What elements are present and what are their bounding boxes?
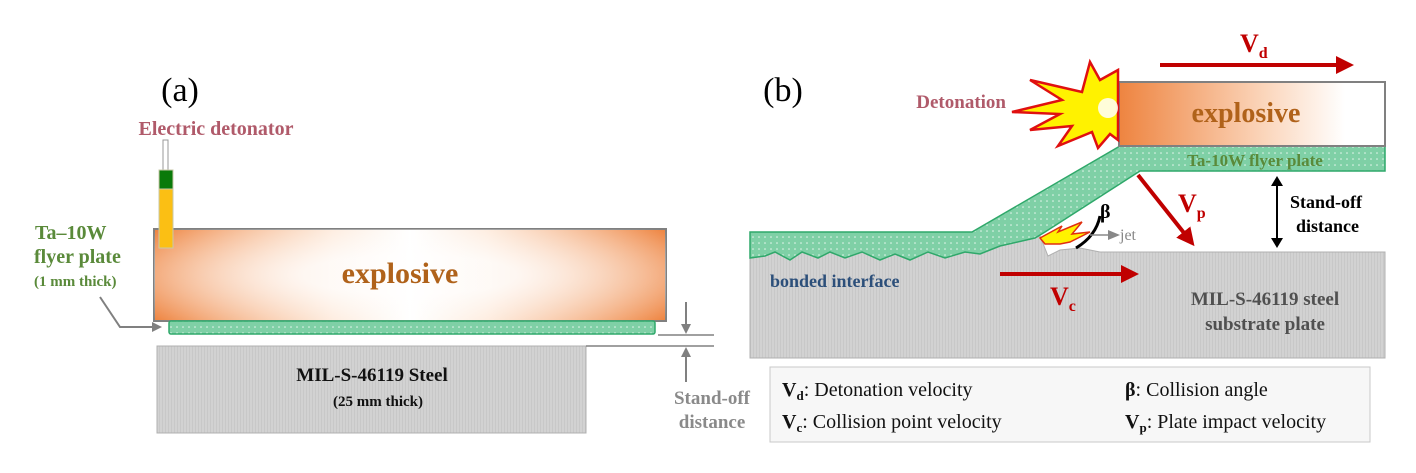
substrate-label-line1: MIL-S-46119 steel xyxy=(1191,289,1339,310)
beta-angle-arc xyxy=(1075,215,1102,250)
panel-b-label: (b) xyxy=(763,72,803,109)
bonded-interface-label: bonded interface xyxy=(770,271,900,291)
flyer-plate-a xyxy=(168,320,656,335)
legend-item-vp: Vp: Plate impact velocity xyxy=(1125,411,1326,435)
legend-item-vd: Vd: Detonation velocity xyxy=(782,379,973,403)
legend-item-beta: β: Collision angle xyxy=(1125,379,1268,401)
svg-text:Vd: Detonation velocity: Vd: Detonation velocity xyxy=(782,379,973,403)
detonation-burst-icon xyxy=(1011,58,1120,151)
flyer-label-line2: flyer plate xyxy=(34,246,121,268)
vd-label: Vd xyxy=(1240,29,1268,62)
panel-a-label: (a) xyxy=(161,72,199,109)
steel-label-a: MIL-S-46119 Steel xyxy=(296,365,447,386)
standoff-label-a-line1: Stand-off xyxy=(674,388,751,409)
detonator-icon xyxy=(158,139,174,249)
explosive-block-b xyxy=(1118,81,1386,147)
flyer-pointer-arrow xyxy=(99,296,162,332)
flyer-label-b: Ta-10W flyer plate xyxy=(1187,151,1323,170)
vp-arrow xyxy=(1136,173,1195,247)
standoff-label-b-line2: distance xyxy=(1296,216,1359,236)
detonation-label: Detonation xyxy=(916,92,1006,113)
standoff-label-b-line1: Stand-off xyxy=(1290,192,1363,212)
jet-label: jet xyxy=(1119,227,1137,244)
explosive-highlight-a xyxy=(154,229,666,321)
flyer-plate-b xyxy=(749,145,1386,261)
legend-box xyxy=(769,366,1371,443)
electric-detonator-label: Electric detonator xyxy=(139,118,294,140)
flyer-label-line1: Ta–10W xyxy=(35,222,107,244)
panel-b: (b) Ta-10W flyer plate explosive Detonat… xyxy=(749,29,1386,443)
explosive-label-b: explosive xyxy=(1192,98,1301,129)
vc-label: Vc xyxy=(1050,282,1076,315)
jet-spark-icon xyxy=(1038,221,1091,245)
vp-label: Vp xyxy=(1178,189,1206,222)
legend-item-vc: Vc: Collision point velocity xyxy=(782,411,1002,435)
svg-text:Vp: Plate impact velocity: Vp: Plate impact velocity xyxy=(1125,411,1326,435)
panel-a: (a) Electric detonator explosive Ta–10W … xyxy=(34,72,751,434)
explosive-label-a: explosive xyxy=(342,257,459,290)
svg-text:β: Collision angle: β: Collision angle xyxy=(1125,379,1268,401)
svg-text:Vc: Collision point velocity: Vc: Collision point velocity xyxy=(782,411,1002,435)
beta-label: β xyxy=(1100,201,1111,223)
detonation-core xyxy=(1098,98,1118,118)
steel-plate-a xyxy=(156,345,587,434)
standoff-label-a-line2: distance xyxy=(679,412,746,433)
substrate-label-line2: substrate plate xyxy=(1205,314,1325,335)
steel-thickness-label: (25 mm thick) xyxy=(333,394,423,410)
flyer-label-line3: (1 mm thick) xyxy=(34,274,117,290)
